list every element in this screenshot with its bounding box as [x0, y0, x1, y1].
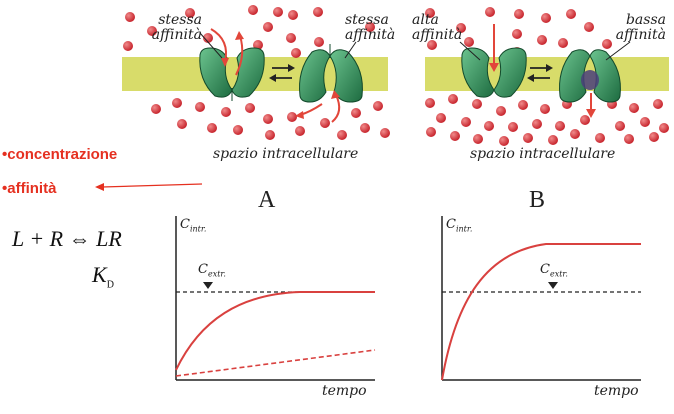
transporter-open-in-left [299, 44, 363, 103]
transport-illustration [122, 5, 669, 146]
graph-b-ref-label: Cextr. [540, 262, 568, 279]
graph-a-x-label: tempo [322, 383, 367, 399]
equilibrium-arrows-left [269, 64, 295, 82]
leader-lines-right [459, 41, 631, 61]
bullet-concentrazione: •concentrazione [2, 146, 118, 163]
panel-a-letter: A [258, 187, 276, 213]
equilibrium-arrows-right [527, 64, 553, 82]
graph-a-ref-label: Cextr. [198, 262, 226, 279]
graph-a [175, 216, 376, 381]
binding-equation: L + R ⇔ LR [12, 226, 122, 251]
graph-b [441, 216, 641, 381]
graph-b-x-label: tempo [594, 383, 639, 399]
label-stessa-affinita-2: stessa affinità [345, 12, 396, 43]
transporter-high-affinity [461, 47, 527, 98]
graph-b-curve [441, 243, 641, 381]
transporter-low-affinity [559, 49, 621, 103]
caption-intracellular-right: spazio intracellulare [470, 146, 616, 162]
panel-b-letter: B [529, 187, 546, 213]
leader-lines-left [199, 32, 357, 59]
ligand-dots-right [425, 7, 669, 146]
graph-a-cextr-marker [203, 282, 213, 289]
caption-intracellular-left: spazio intracellulare [213, 146, 359, 162]
graph-a-curve-diffusion [175, 349, 376, 377]
dissociation-constant: KD [92, 262, 114, 291]
binding-arrows-right [489, 24, 596, 118]
affinity-pointer-arrow [95, 183, 203, 191]
ligand-dots-left [123, 5, 390, 140]
label-bassa-affinita: bassa affinità [615, 12, 666, 43]
graph-a-y-label: Cintr. [180, 217, 207, 234]
label-alta-affinita: alta affinità [412, 12, 463, 43]
graph-b-y-label: Cintr. [446, 217, 473, 234]
graph-b-cextr-marker [548, 282, 558, 289]
label-stessa-affinita-1: stessa affinità [151, 12, 202, 43]
bullet-affinita: •affinità [2, 180, 57, 197]
binding-arrows-left [210, 28, 341, 123]
graph-a-curve-facilitated [175, 291, 375, 371]
